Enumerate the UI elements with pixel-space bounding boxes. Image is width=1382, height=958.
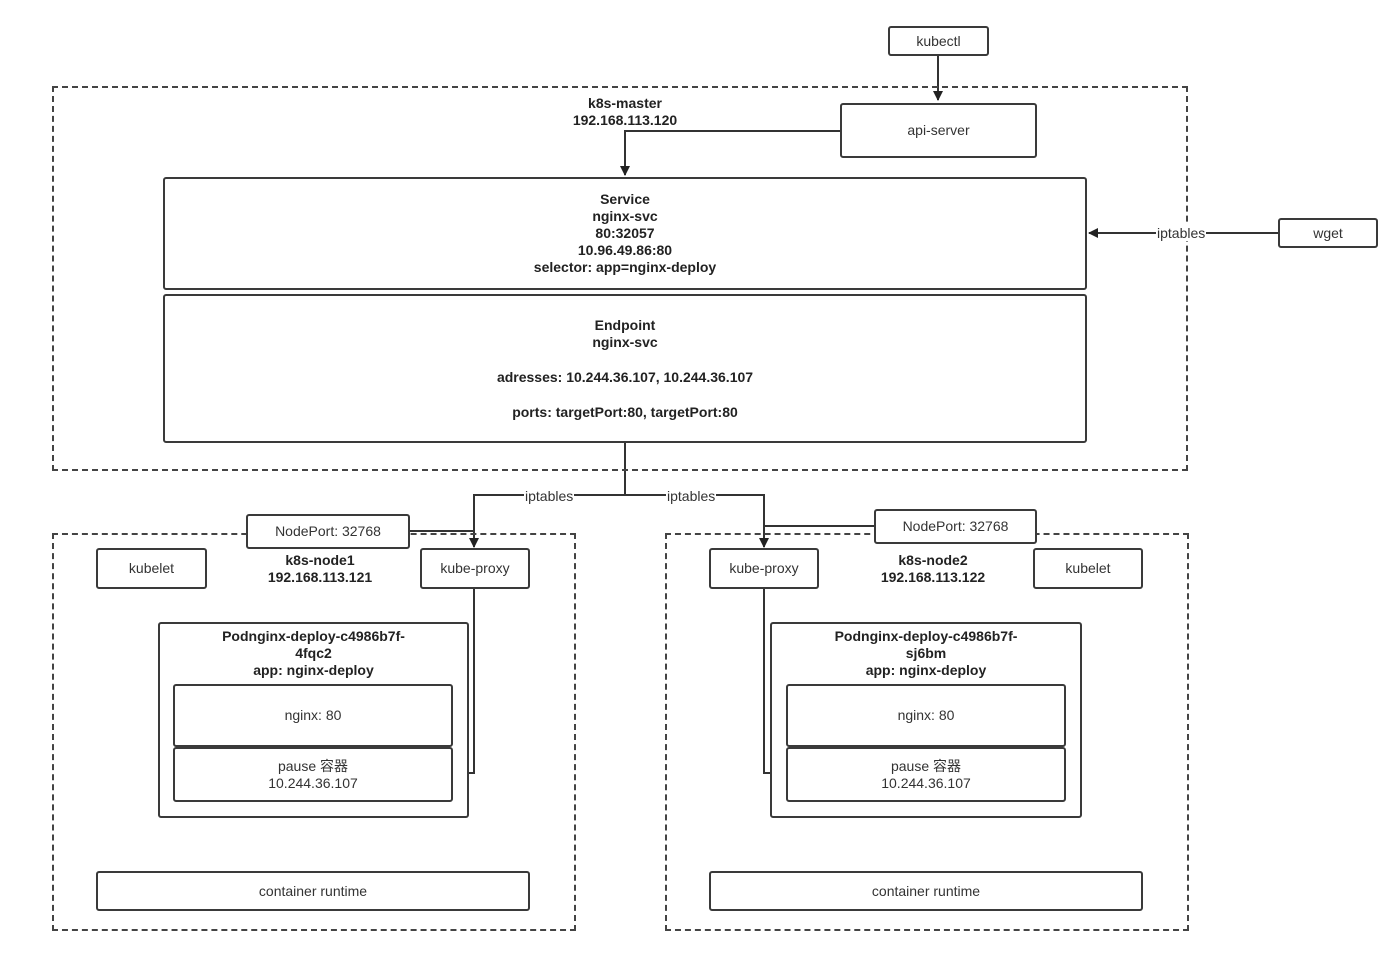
iptables-left-label: iptables: [524, 488, 575, 504]
apiserver-to-service-arrow: [620, 130, 840, 176]
node1-kube-proxy-box[interactable]: kube-proxy: [420, 548, 530, 589]
node2-kube-proxy-box[interactable]: kube-proxy: [709, 548, 819, 589]
service-title: Service: [600, 191, 650, 207]
master-ip: 192.168.113.120: [572, 112, 678, 128]
service-selector: selector: app=nginx-deploy: [533, 259, 717, 275]
node2-pod-label: app: nginx-deploy: [865, 662, 987, 678]
node1-pod-title-2: 4fqc2: [295, 645, 332, 661]
node2-kube-proxy-label: kube-proxy: [729, 560, 799, 576]
iptables-wget-label: iptables: [1156, 225, 1207, 241]
node1-nodeport-label: NodePort: 32768: [275, 523, 381, 539]
node2-nginx-container[interactable]: nginx: 80: [786, 684, 1066, 747]
node2-kubelet-box[interactable]: kubelet: [1033, 548, 1143, 589]
node2-title: k8s-node2 192.168.113.122: [833, 552, 1033, 586]
node2-pause-container[interactable]: pause 容器 10.244.36.107: [786, 747, 1066, 802]
endpoint-box[interactable]: Endpoint nginx-svc adresses: 10.244.36.1…: [163, 294, 1087, 443]
node1-pause-ip: 10.244.36.107: [268, 774, 358, 791]
node2-runtime-label: container runtime: [871, 882, 981, 899]
service-box[interactable]: Service nginx-svc 80:32057 10.96.49.86:8…: [163, 177, 1087, 290]
service-ports: 80:32057: [595, 225, 655, 241]
iptables-right-label: iptables: [666, 488, 717, 504]
master-node-frame: [52, 86, 1188, 471]
master-name: k8s-master: [588, 95, 662, 111]
node1-pod-title: Podnginx-deploy-c4986b7f-: [222, 628, 405, 644]
master-title: k8s-master 192.168.113.120: [525, 95, 725, 129]
node2-pod-title-2: sj6bm: [905, 645, 947, 661]
api-server-box[interactable]: api-server: [840, 103, 1037, 158]
node1-runtime-box[interactable]: container runtime: [96, 871, 530, 911]
service-cluster-ip: 10.96.49.86:80: [577, 242, 673, 258]
node2-name: k8s-node2: [898, 552, 968, 568]
wget-label: wget: [1313, 224, 1343, 241]
node1-runtime-label: container runtime: [258, 882, 368, 899]
api-server-label: api-server: [907, 122, 970, 138]
endpoint-name: nginx-svc: [592, 333, 658, 350]
node2-pause-ip: 10.244.36.107: [881, 774, 971, 791]
node2-nodeport-box[interactable]: NodePort: 32768: [874, 509, 1037, 544]
endpoint-to-node1-proxy-arrow: [469, 494, 625, 548]
node1-nginx-container[interactable]: nginx: 80: [173, 684, 453, 747]
node1-pod-label: app: nginx-deploy: [253, 662, 374, 678]
wget-box[interactable]: wget: [1278, 218, 1378, 248]
service-name: nginx-svc: [592, 208, 658, 224]
node1-kubelet-label: kubelet: [128, 560, 175, 576]
node1-nginx-label: nginx: 80: [284, 707, 342, 723]
node2-runtime-box[interactable]: container runtime: [709, 871, 1143, 911]
node2-kubelet-label: kubelet: [1065, 560, 1111, 576]
endpoint-addresses: adresses: 10.244.36.107, 10.244.36.107: [496, 368, 754, 385]
node1-ip: 192.168.113.121: [267, 569, 373, 585]
node2-nodeport-label: NodePort: 32768: [902, 518, 1009, 534]
kubectl-box[interactable]: kubectl: [888, 26, 989, 56]
node1-kubelet-box[interactable]: kubelet: [96, 548, 207, 589]
node1-nodeport-box[interactable]: NodePort: 32768: [246, 514, 410, 549]
node1-pause-container[interactable]: pause 容器 10.244.36.107: [173, 747, 453, 802]
node2-nginx-label: nginx: 80: [897, 707, 955, 723]
node1-title: k8s-node1 192.168.113.121: [220, 552, 420, 586]
kubectl-label: kubectl: [916, 32, 961, 49]
node1-pause-label: pause 容器: [277, 757, 349, 774]
node2-pod-title: Podnginx-deploy-c4986b7f-: [834, 628, 1018, 644]
node1-kube-proxy-label: kube-proxy: [440, 560, 510, 576]
node2-pause-label: pause 容器: [890, 757, 962, 774]
node2-ip: 192.168.113.122: [880, 569, 986, 585]
endpoint-ports: ports: targetPort:80, targetPort:80: [512, 403, 738, 420]
node1-name: k8s-node1: [285, 552, 355, 568]
endpoint-title: Endpoint: [594, 316, 656, 333]
